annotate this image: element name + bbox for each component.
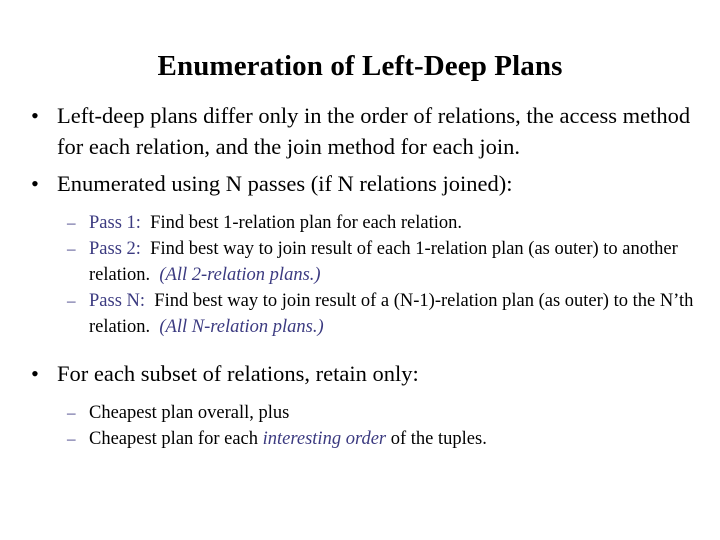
bullet-marker-icon: • (31, 171, 39, 196)
pass-2-note: (All 2-relation plans.) (159, 265, 321, 285)
pass-2-body: Find best way to join result of each 1-r… (89, 239, 678, 285)
page-title: Enumeration of Left-Deep Plans (157, 50, 563, 82)
sub-bullet-pass-2-text: Pass 2: Find best way to join result of … (89, 236, 720, 288)
sub-bullet-pass-n-text: Pass N: Find best way to join result of … (89, 288, 720, 340)
spacer (0, 199, 720, 210)
dash-marker-icon: – (67, 291, 76, 310)
pass-1-label: Pass 1: (89, 213, 141, 233)
bullet-1-text: Left-deep plans differ only in the order… (57, 103, 691, 159)
slide-body: • Left-deep plans differ only in the ord… (0, 100, 720, 452)
pass-n-note: (All N-relation plans.) (159, 317, 324, 337)
dash-marker-icon: – (67, 403, 76, 422)
dash-marker-icon: – (67, 429, 76, 448)
sub-bullet-pass-1-text: Pass 1: Find best 1-relation plan for ea… (89, 210, 720, 236)
bullet-3-text: For each subset of relations, retain onl… (57, 361, 419, 386)
pass-n-body: Find best way to join result of a (N-1)-… (89, 291, 694, 337)
interesting-order-emphasis: interesting order (262, 429, 387, 449)
interesting-order-pre: Cheapest plan for each (89, 429, 263, 449)
sub-bullet-pass-2: – Pass 2: Find best way to join result o… (0, 236, 720, 288)
bullet-marker-icon: • (31, 103, 39, 128)
bullet-item-1: • Left-deep plans differ only in the ord… (0, 100, 720, 162)
pass-2-label: Pass 2: (89, 239, 141, 259)
bullet-2-text: Enumerated using N passes (if N relation… (57, 171, 513, 196)
interesting-order-post: of the tuples. (386, 429, 487, 449)
spacer (0, 389, 720, 400)
sub-bullet-cheapest-interesting-order-text: Cheapest plan for each interesting order… (89, 426, 720, 452)
sub-bullet-cheapest-overall-text: Cheapest plan overall, plus (89, 400, 720, 426)
bullet-item-2: • Enumerated using N passes (if N relati… (0, 168, 720, 199)
spacer (0, 340, 720, 358)
sub-bullet-pass-n: – Pass N: Find best way to join result o… (0, 288, 720, 340)
bullet-item-3: • For each subset of relations, retain o… (0, 358, 720, 389)
pass-1-body: Find best 1-relation plan for each relat… (150, 213, 462, 233)
sub-bullet-cheapest-interesting-order: – Cheapest plan for each interesting ord… (0, 426, 720, 452)
cheapest-overall-pre: Cheapest plan overall, plus (89, 403, 290, 423)
sub-bullet-pass-1: – Pass 1: Find best 1-relation plan for … (0, 210, 720, 236)
dash-marker-icon: – (67, 213, 76, 232)
pass-n-label: Pass N: (89, 291, 146, 311)
bullet-marker-icon: • (31, 361, 39, 386)
dash-marker-icon: – (67, 239, 76, 258)
sub-bullet-cheapest-overall: – Cheapest plan overall, plus (0, 400, 720, 426)
